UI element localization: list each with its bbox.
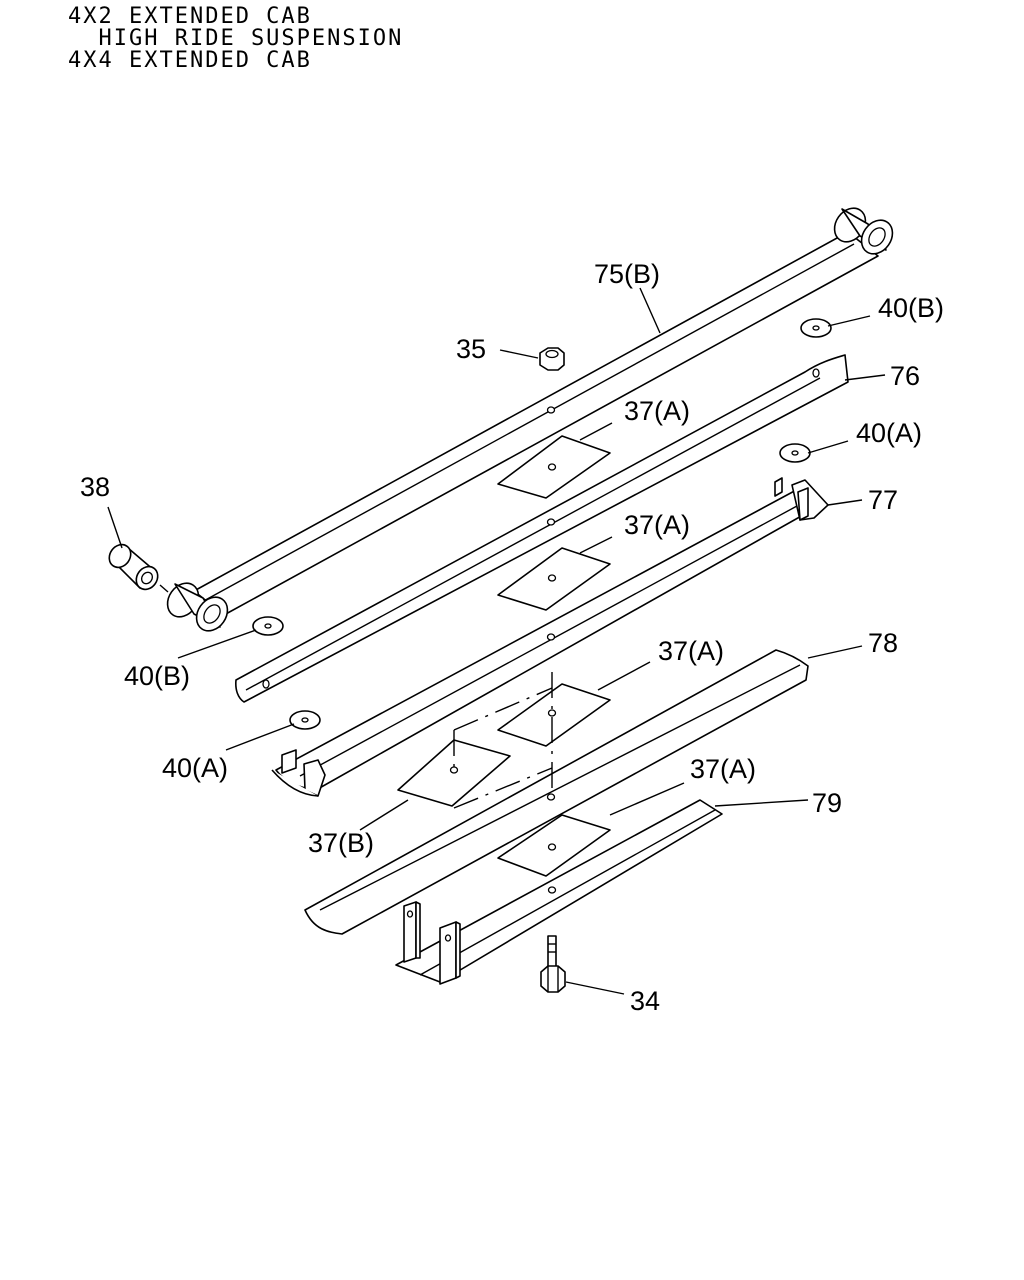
callout-labels: 75(B) 35 40(B) 76 37(A) 40(A) 38 77 37(A… [80,259,944,1016]
rear-eye [833,207,894,255]
diagram-header: 4X2 EXTENDED CAB HIGH RIDE SUSPENSION 4X… [68,6,403,72]
plate-79 [395,799,723,985]
nut-35 [539,347,565,371]
label-40b-top: 40(B) [878,293,944,323]
washer-40b-left [252,616,284,636]
label-79: 79 [812,788,842,818]
label-40a-right: 40(A) [856,418,922,448]
bracket-left [403,901,421,963]
label-37a-1: 37(A) [624,396,690,426]
front-clip [271,749,326,797]
label-35: 35 [456,334,486,364]
label-77: 77 [868,485,898,515]
label-75b: 75(B) [594,259,660,289]
washer-40b-top [800,318,832,338]
center-bolt-axis [453,672,553,809]
label-37a-2: 37(A) [624,510,690,540]
leaf-78 [304,649,809,935]
leaf-77 [271,477,829,797]
label-76: 76 [890,361,920,391]
leaf-76 [235,354,849,703]
rear-clip [774,477,829,521]
label-78: 78 [868,628,898,658]
header-line-2: HIGH RIDE SUSPENSION [68,26,404,51]
label-40a-left: 40(A) [162,753,228,783]
label-34: 34 [630,986,660,1016]
header-line-3: 4X4 EXTENDED CAB [68,48,312,73]
leader-lines [107,287,886,995]
main-leaf-75b [166,207,894,632]
bracket-right [439,921,461,985]
label-37a-4: 37(A) [690,754,756,784]
bushing-38 [108,543,159,591]
center-bolt-34 [540,935,566,993]
label-40b-left: 40(B) [124,661,190,691]
label-38: 38 [80,472,110,502]
label-37b: 37(B) [308,828,374,858]
washer-40a-left [289,710,321,730]
washer-40a-right [779,443,811,463]
header-line-1: 4X2 EXTENDED CAB [68,4,312,29]
front-eye [166,582,229,632]
label-37a-3: 37(A) [658,636,724,666]
